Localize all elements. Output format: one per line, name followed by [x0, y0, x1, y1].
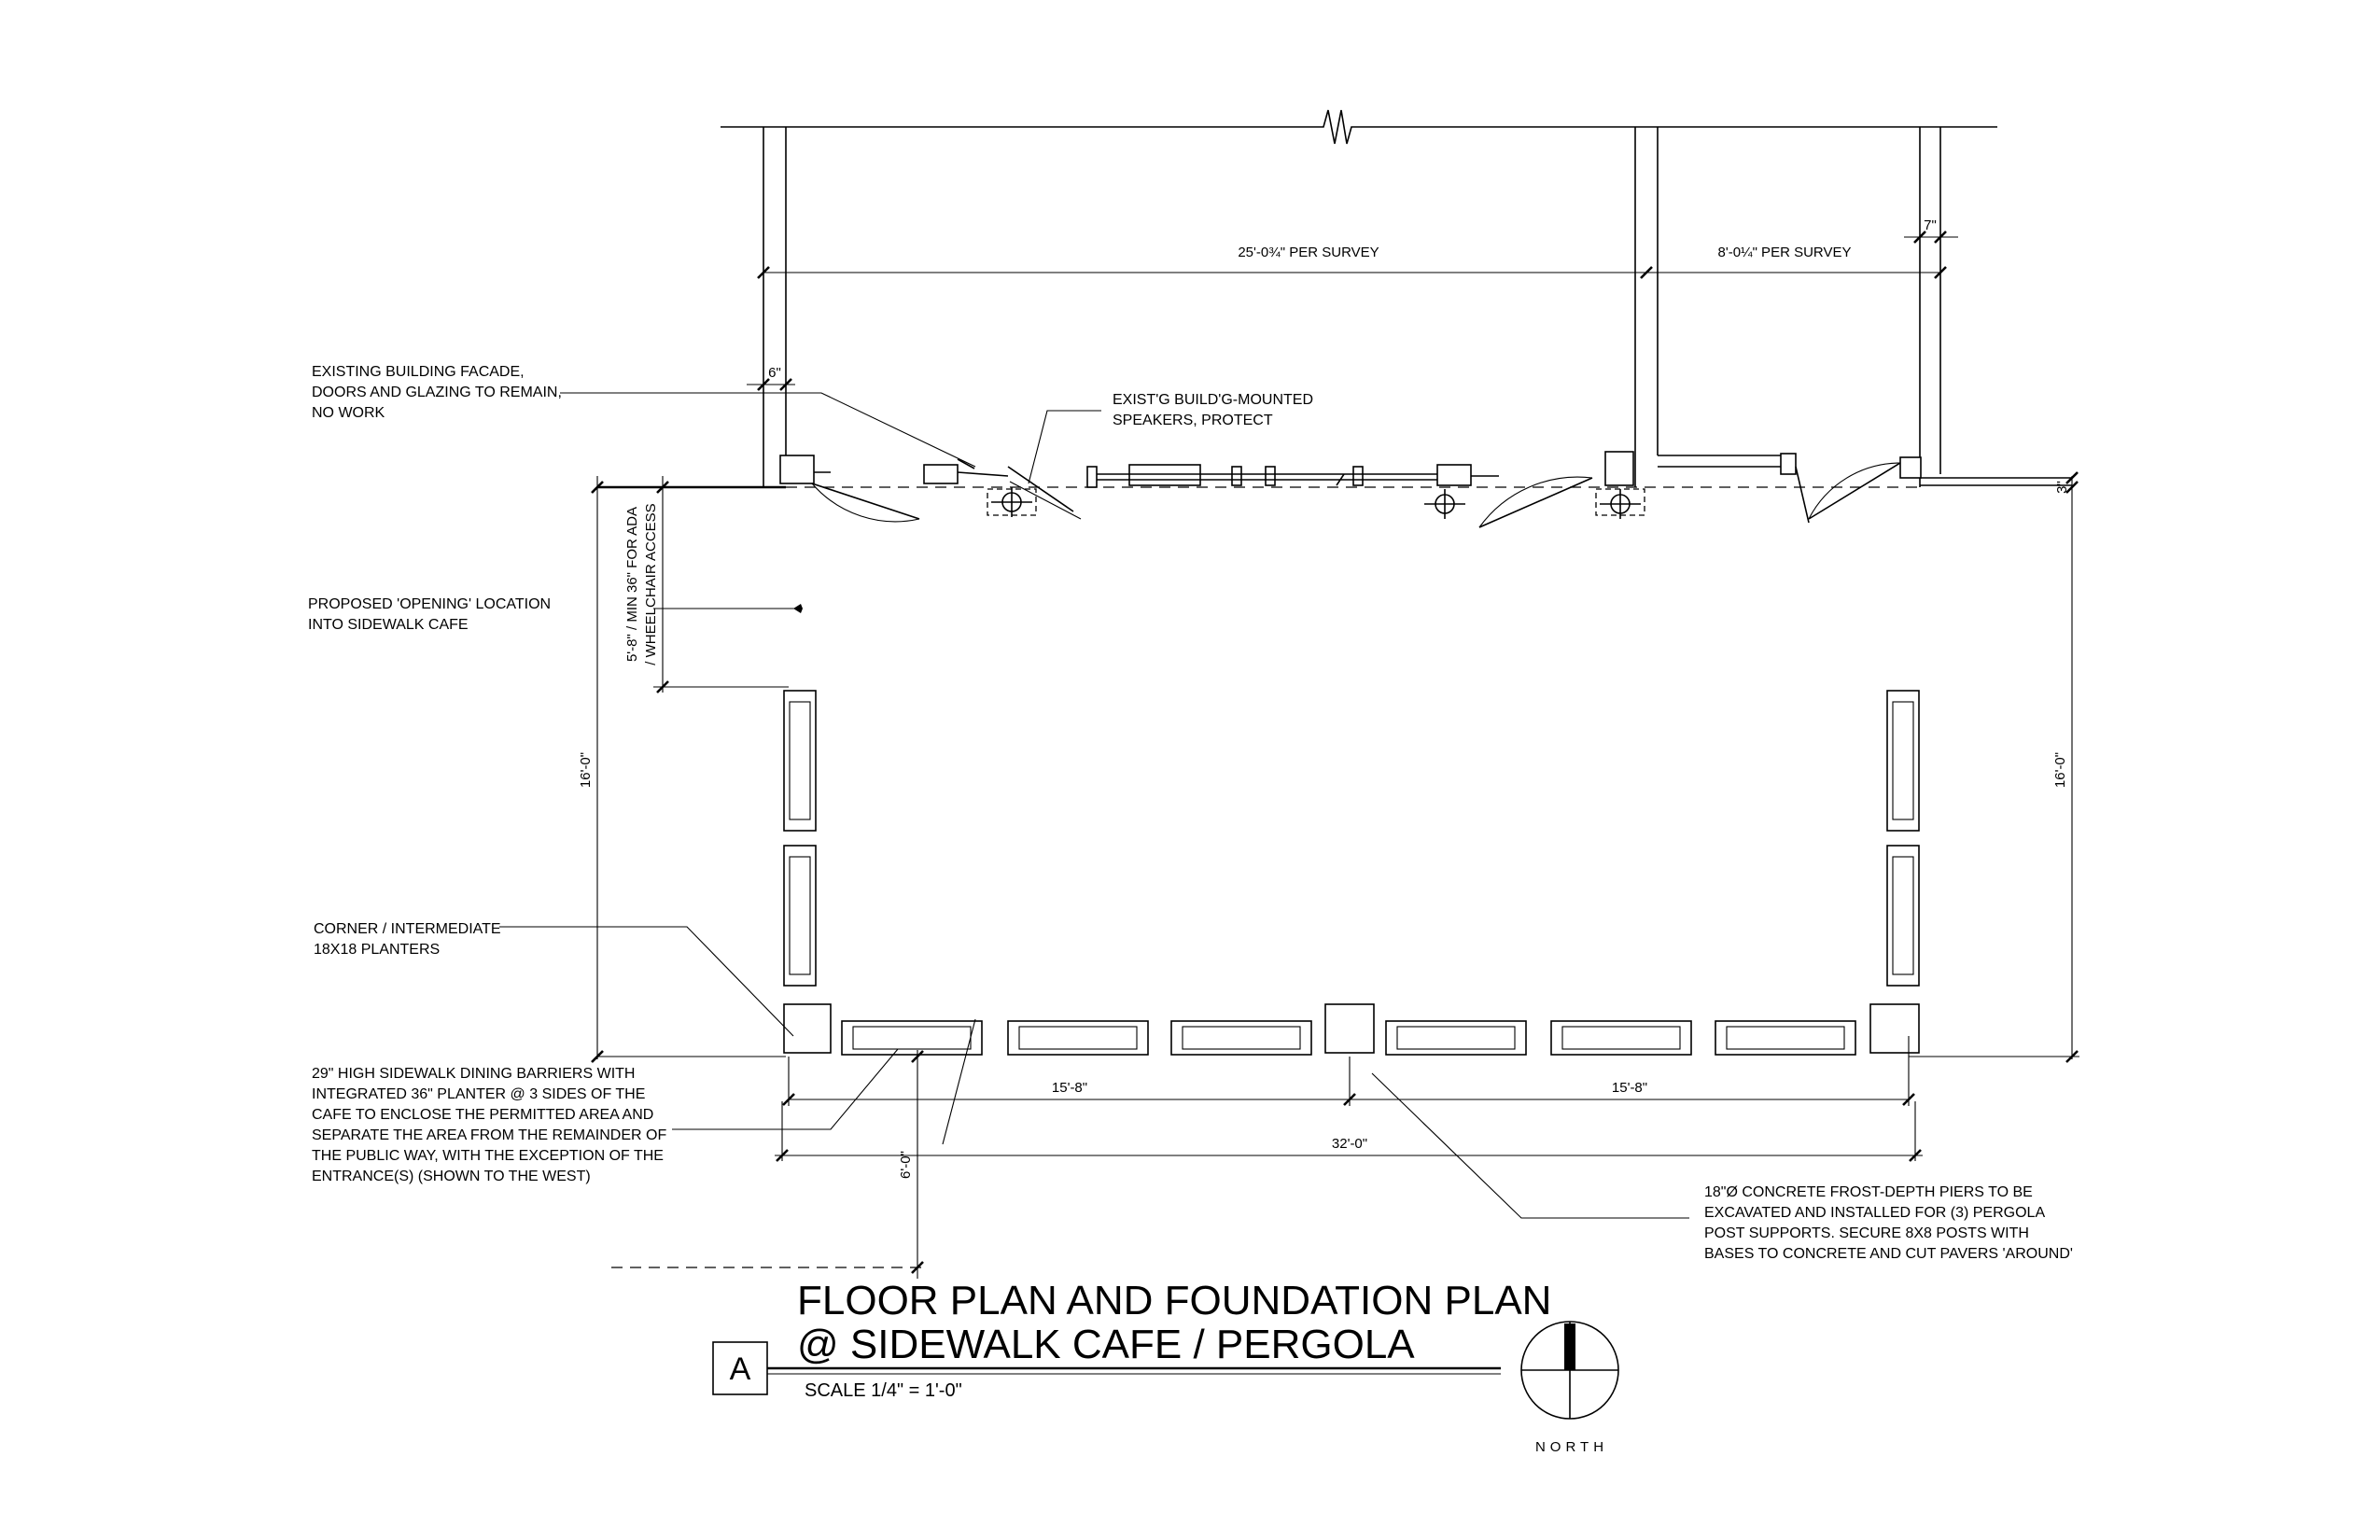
dim-survey-left: 25'-0¾" PER SURVEY — [1238, 245, 1379, 260]
svg-text:BASES TO CONCRETE AND CUT PAVE: BASES TO CONCRETE AND CUT PAVERS 'AROUND… — [1704, 1246, 2073, 1262]
corner-planter — [1869, 1003, 1920, 1054]
svg-text:INTO SIDEWALK CAFE: INTO SIDEWALK CAFE — [308, 617, 469, 633]
dim-ada-line1: 5'-8" / MIN 36" FOR ADA — [624, 507, 640, 662]
corner-planter — [783, 1003, 832, 1054]
planters — [783, 690, 1920, 1056]
light-fixture — [1595, 488, 1645, 519]
side-planter — [783, 690, 817, 832]
note-speakers: EXIST'G BUILD'G-MOUNTED SPEAKERS, PROTEC… — [1113, 392, 1313, 428]
svg-text:THE PUBLIC WAY, WITH THE EXCEP: THE PUBLIC WAY, WITH THE EXCEPTION OF TH… — [312, 1148, 664, 1164]
svg-text:SEPARATE THE AREA FROM THE REM: SEPARATE THE AREA FROM THE REMAINDER OF — [312, 1127, 666, 1143]
dim-wall-7: 7" — [1924, 217, 1937, 233]
svg-text:PROPOSED 'OPENING' LOCATION: PROPOSED 'OPENING' LOCATION — [308, 596, 551, 612]
svg-text:29" HIGH SIDEWALK DINING BARRI: 29" HIGH SIDEWALK DINING BARRIERS WITH — [312, 1066, 635, 1082]
svg-text:18"Ø CONCRETE FROST-DEPTH PIER: 18"Ø CONCRETE FROST-DEPTH PIERS TO BE — [1704, 1184, 2033, 1200]
title-line-2: @ SIDEWALK CAFE / PERGOLA — [797, 1322, 1415, 1367]
svg-text:EXISTING BUILDING FACADE,: EXISTING BUILDING FACADE, — [312, 364, 525, 380]
svg-text:EXCAVATED AND INSTALLED FOR (3: EXCAVATED AND INSTALLED FOR (3) PERGOLA — [1704, 1205, 2045, 1221]
side-planter — [1886, 845, 1920, 987]
dim-wall-3: 3" — [2054, 481, 2070, 494]
title-block: A FLOOR PLAN AND FOUNDATION PLAN @ SIDEW… — [712, 1278, 1551, 1401]
dim-ada-line2: / WHEELCHAIR ACCESS — [643, 503, 659, 665]
svg-text:ENTRANCE(S) (SHOWN TO THE WEST: ENTRANCE(S) (SHOWN TO THE WEST) — [312, 1169, 591, 1184]
dim-overall: 32'-0" — [1332, 1136, 1367, 1152]
front-planter — [1170, 1020, 1312, 1056]
speaker-fixture — [987, 487, 1037, 517]
north-label: NORTH — [1535, 1439, 1608, 1455]
dim-span-left: 15'-8" — [1052, 1080, 1087, 1096]
dim-span-right: 15'-8" — [1612, 1080, 1647, 1096]
svg-text:POST SUPPORTS. SECURE 8X8 POST: POST SUPPORTS. SECURE 8X8 POSTS WITH — [1704, 1225, 2029, 1241]
detail-tag: A — [730, 1351, 751, 1387]
dim-survey-right: 8'-0¼" PER SURVEY — [1718, 245, 1852, 260]
front-planter — [1550, 1020, 1692, 1056]
light-fixture — [1424, 489, 1465, 519]
note-barriers: 29" HIGH SIDEWALK DINING BARRIERS WITH I… — [312, 1066, 666, 1184]
cafe-dimensions — [591, 471, 2079, 1279]
survey-dimensions — [747, 231, 1958, 391]
svg-text:DOORS AND GLAZING TO REMAIN,: DOORS AND GLAZING TO REMAIN, — [312, 385, 562, 400]
side-planter — [783, 845, 817, 987]
front-planter — [1385, 1020, 1527, 1056]
front-planter — [1715, 1020, 1856, 1056]
note-planters: CORNER / INTERMEDIATE 18X18 PLANTERS — [314, 921, 501, 958]
svg-text:NO WORK: NO WORK — [312, 405, 385, 421]
svg-text:EXIST'G BUILD'G-MOUNTED: EXIST'G BUILD'G-MOUNTED — [1113, 392, 1313, 408]
dim-walk-6: 6'-0" — [898, 1151, 914, 1179]
svg-text:CORNER / INTERMEDIATE: CORNER / INTERMEDIATE — [314, 921, 501, 937]
side-planter — [1886, 690, 1920, 832]
existing-building — [597, 109, 2072, 528]
dim-right-16: 16'-0" — [2052, 752, 2068, 788]
scale-label: SCALE 1/4" = 1'-0" — [805, 1380, 962, 1401]
note-opening: PROPOSED 'OPENING' LOCATION INTO SIDEWAL… — [308, 596, 551, 633]
note-facade: EXISTING BUILDING FACADE, DOORS AND GLAZ… — [312, 364, 562, 421]
svg-text:INTEGRATED 36" PLANTER @ 3 SID: INTEGRATED 36" PLANTER @ 3 SIDES OF THE — [312, 1086, 645, 1102]
north-arrow: NORTH — [1520, 1321, 1619, 1455]
intermediate-planter — [1324, 1003, 1375, 1054]
dim-left-16: 16'-0" — [578, 752, 594, 788]
svg-text:18X18 PLANTERS: 18X18 PLANTERS — [314, 942, 440, 958]
svg-text:CAFE TO ENCLOSE THE PERMITTED: CAFE TO ENCLOSE THE PERMITTED AREA AND — [312, 1107, 653, 1123]
front-planter — [1007, 1020, 1149, 1056]
svg-text:SPEAKERS, PROTECT: SPEAKERS, PROTECT — [1113, 413, 1273, 428]
note-piers: 18"Ø CONCRETE FROST-DEPTH PIERS TO BE EX… — [1704, 1184, 2073, 1262]
title-line-1: FLOOR PLAN AND FOUNDATION PLAN — [797, 1278, 1551, 1323]
dim-wall-6: 6" — [768, 365, 781, 381]
leader-lines — [499, 392, 1689, 1219]
front-planter — [841, 1020, 983, 1056]
